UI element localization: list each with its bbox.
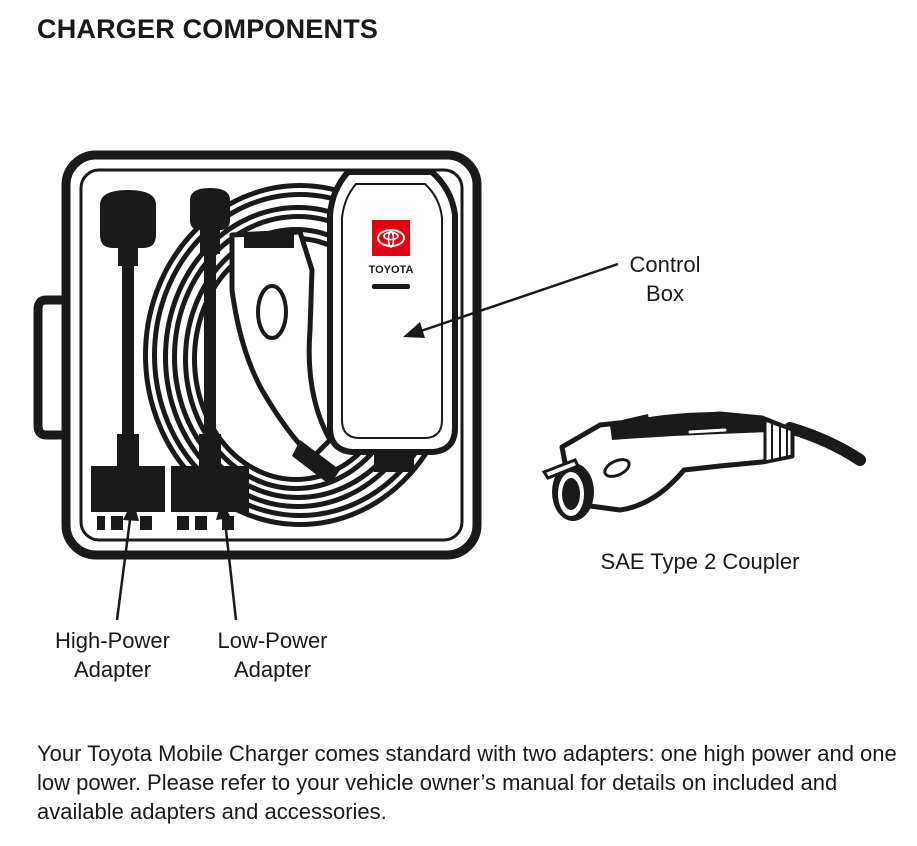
brand-label: TOYOTA (369, 264, 414, 276)
low-power-label-line1: Low-Power (217, 628, 328, 653)
status-light (372, 284, 410, 289)
control-box-label-line1: Control (629, 252, 701, 277)
page-title: CHARGER COMPONENTS (37, 14, 379, 44)
sae-coupler-label: SAE Type 2 Coupler (600, 549, 800, 574)
control-box: TOYOTA (327, 169, 458, 472)
sae-coupler (541, 411, 866, 521)
control-box-label-line2: Box (646, 281, 684, 306)
high-power-label-line2: Adapter (73, 657, 152, 682)
leader-arrows (115, 262, 619, 621)
high-power-adapter-label: High-Power Adapter (40, 626, 185, 684)
high-power-adapter (91, 190, 165, 530)
low-power-adapter (171, 188, 249, 530)
control-box-label: Control Box (610, 250, 720, 308)
stored-coupler (229, 229, 340, 485)
description-paragraph: Your Toyota Mobile Charger comes standar… (37, 741, 897, 824)
high-power-label-line1: High-Power (55, 628, 170, 653)
low-power-adapter-label: Low-Power Adapter (200, 626, 345, 684)
low-power-label-line2: Adapter (233, 657, 312, 682)
